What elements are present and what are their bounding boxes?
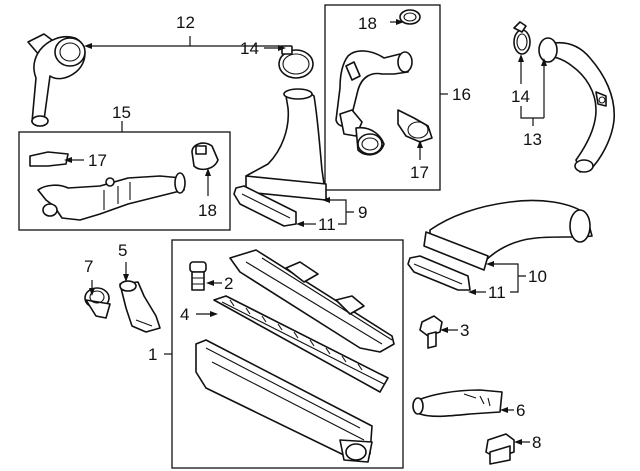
part-14-clamp-left — [278, 45, 314, 79]
callout-11: 11 — [488, 283, 506, 302]
leader-lines — [64, 19, 547, 445]
group-box-15 — [18, 131, 231, 231]
callout-14: 14 — [511, 87, 530, 106]
part-12-intake-tube — [27, 33, 86, 127]
part-6-duct — [412, 389, 503, 418]
callout-7: 7 — [84, 257, 93, 276]
callout-2: 2 — [224, 274, 233, 293]
part-15-assembly — [29, 151, 186, 221]
part-5-duct — [119, 280, 161, 333]
callout-6: 6 — [516, 401, 525, 420]
callout-17: 17 — [88, 151, 107, 170]
callout-5: 5 — [118, 241, 127, 260]
part-4-filter — [213, 295, 389, 393]
callout-3: 3 — [460, 321, 469, 340]
callout-14: 14 — [240, 39, 259, 58]
part-11-seal-upper — [233, 185, 297, 227]
callout-1: 1 — [148, 345, 157, 364]
part-3-bolt — [419, 315, 443, 349]
callout-8: 8 — [532, 433, 541, 452]
group-box-16 — [324, 4, 441, 191]
part-1-top-cover — [229, 249, 395, 353]
callout-17: 17 — [410, 163, 429, 182]
callout-18: 18 — [358, 14, 377, 33]
part-11-seal-right — [407, 255, 471, 291]
callout-16: 16 — [452, 85, 471, 104]
part-8-plug — [485, 433, 515, 465]
callout-12: 12 — [176, 13, 195, 32]
part-14-clamp-right — [513, 21, 531, 55]
callout-13: 13 — [523, 130, 542, 149]
callout-4: 4 — [180, 305, 189, 324]
callout-18: 18 — [198, 201, 217, 220]
part-7-connector — [84, 287, 111, 319]
callout-9: 9 — [358, 203, 367, 222]
part-2-bolt — [189, 261, 207, 291]
callout-10: 10 — [528, 267, 547, 286]
part-18-clip-left — [191, 142, 219, 171]
callout-11: 11 — [318, 215, 336, 234]
part-9-duct — [245, 88, 327, 201]
part-16-assembly — [335, 9, 433, 156]
part-13-hose — [538, 37, 615, 173]
part-1-lower-housing — [195, 339, 373, 463]
callout-15: 15 — [112, 103, 131, 122]
part-10-duct — [423, 199, 593, 271]
